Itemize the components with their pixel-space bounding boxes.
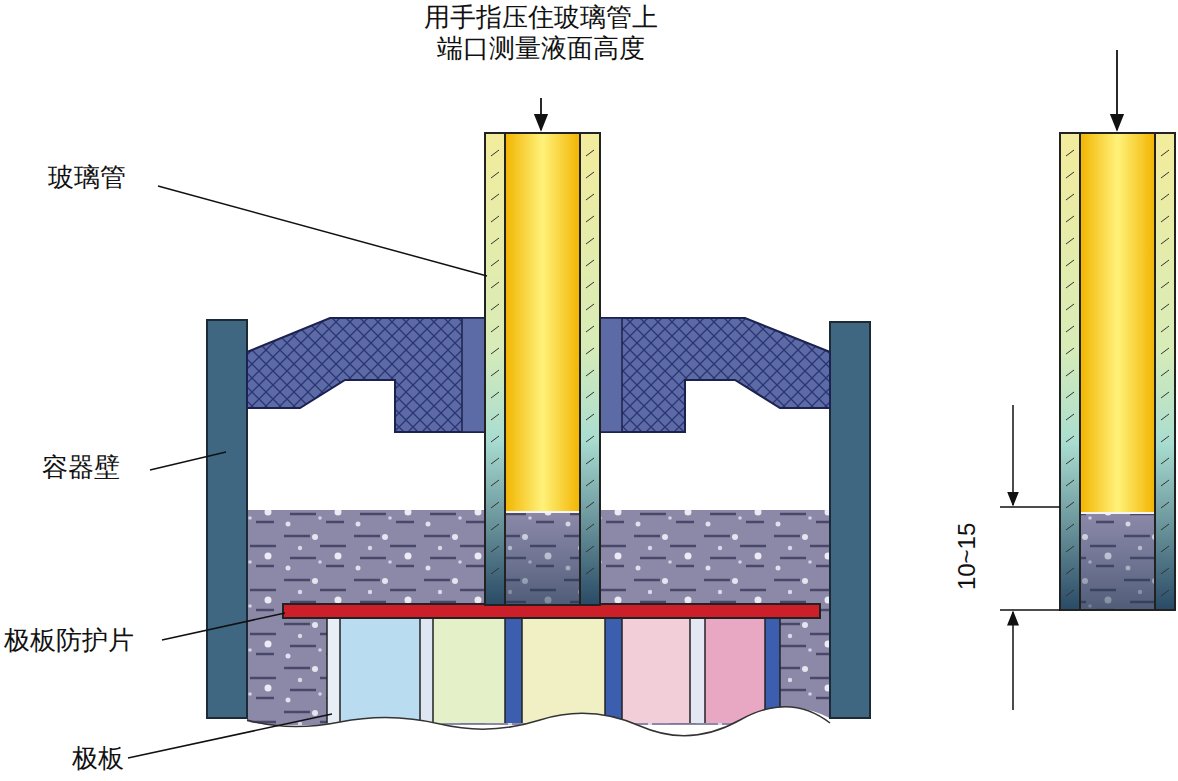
- part-label: 容器壁: [42, 452, 120, 483]
- press-arrow: [1116, 50, 1118, 130]
- glass-tube: [485, 133, 600, 605]
- instruction-note: 用手指压住玻璃管上 端口测量液面高度: [415, 2, 667, 64]
- dimension-label: 10~15: [954, 522, 983, 589]
- part-label: 极板: [72, 743, 124, 774]
- glass-tube-detail: [1060, 133, 1175, 610]
- electrolyte: [247, 510, 830, 725]
- dimension-lines: [1000, 405, 1060, 710]
- container-wall: [830, 322, 870, 718]
- part-label: 极板防护片: [4, 625, 134, 656]
- leader-lines: [128, 186, 487, 758]
- cell-lid: [600, 318, 830, 432]
- lid-boss: [600, 318, 622, 432]
- part-label: 玻璃管: [48, 162, 126, 193]
- press-arrow: [540, 98, 542, 130]
- cell-lid: [247, 318, 485, 432]
- plates: [327, 618, 780, 723]
- lid-boss: [462, 318, 485, 432]
- cut-edge-line: [247, 707, 830, 736]
- plate-protector: [283, 604, 820, 618]
- container-wall: [207, 320, 247, 718]
- cut-edge: [240, 707, 840, 781]
